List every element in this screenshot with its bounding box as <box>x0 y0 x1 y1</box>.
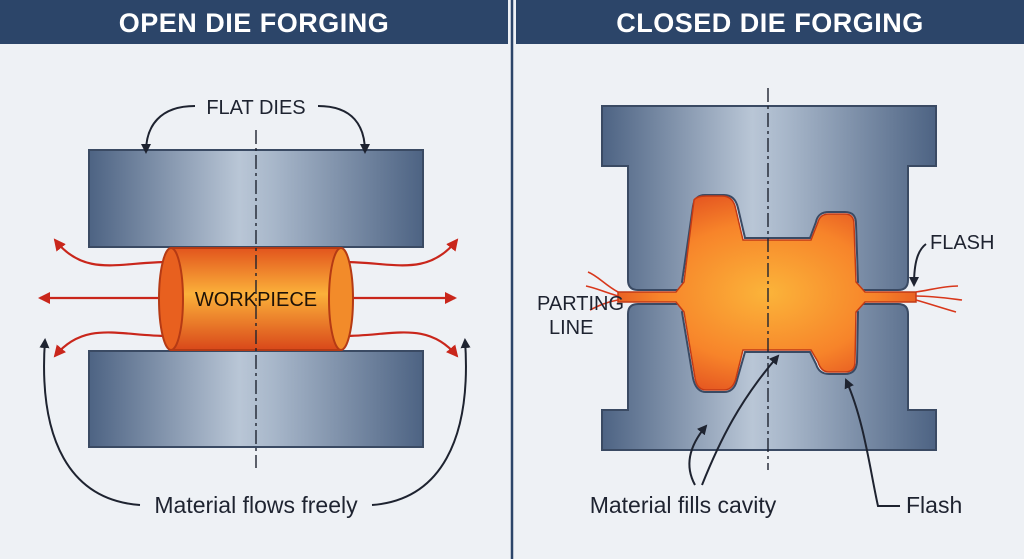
flows-arrow-right <box>371 338 471 506</box>
material-flows-label: Material flows freely <box>154 492 358 518</box>
parting-line-label-2: LINE <box>549 317 593 339</box>
open-die-title: OPEN DIE FORGING <box>119 8 390 38</box>
flash-arrow-top <box>909 243 927 287</box>
closed-die-header <box>516 0 1024 44</box>
upper-closed-die <box>601 105 937 291</box>
cavity-arrow-left <box>688 424 708 486</box>
closed-die-title: CLOSED DIE FORGING <box>616 8 924 38</box>
material-fills-label: Material fills cavity <box>590 492 777 518</box>
open-die-header <box>0 0 508 44</box>
flow-arrow-up-right <box>343 238 459 267</box>
flash-arrow-bottom <box>844 378 900 507</box>
forged-material <box>617 195 917 391</box>
closed-die-panel: FLASH PARTING LINE Material fills cavity… <box>537 88 994 518</box>
flash-wisps <box>585 271 963 313</box>
workpiece-right-end <box>328 247 354 351</box>
cavity-arrow-right <box>701 354 780 486</box>
parting-line-label-1: PARTING <box>537 293 624 315</box>
flow-arrow-up-left <box>53 238 169 267</box>
open-die-panel: WORKPIECE FLAT DIES Material flows freel… <box>38 97 471 518</box>
flat-dies-label: FLAT DIES <box>206 97 305 119</box>
flat-dies-arrow-right <box>317 105 370 154</box>
flat-dies-arrow-left <box>141 105 196 154</box>
flash-label-bottom: Flash <box>906 492 962 518</box>
flow-arrow-down-left <box>53 331 169 358</box>
flash-label-top: FLASH <box>930 232 994 254</box>
lower-closed-die <box>601 303 937 451</box>
flows-arrow-left <box>39 338 141 506</box>
flow-arrow-down-right <box>343 331 459 358</box>
workpiece-left-end <box>158 247 184 351</box>
